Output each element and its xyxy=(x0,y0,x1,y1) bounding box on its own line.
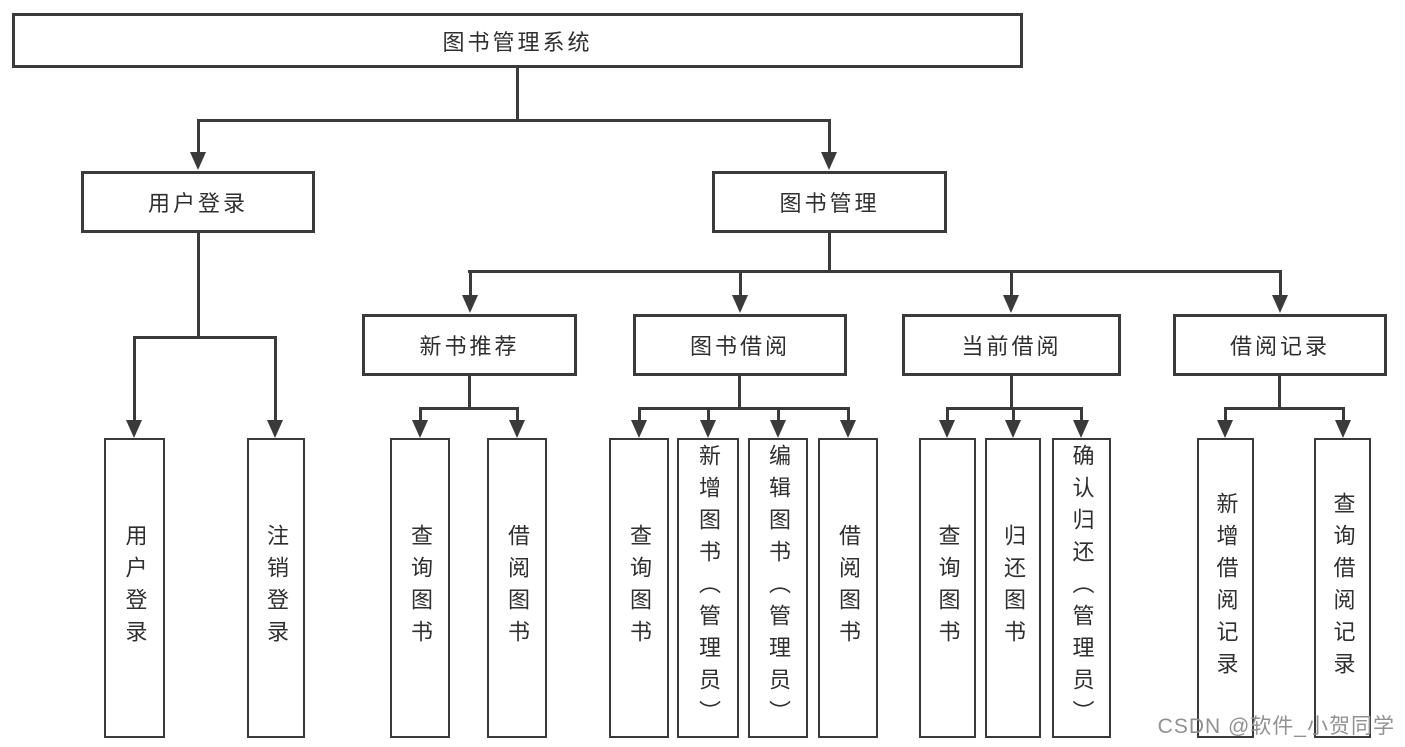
node-book-borrow: 图书借阅 xyxy=(633,314,847,376)
node-label: 查询图书 xyxy=(408,524,433,652)
arrowhead-down xyxy=(840,420,856,438)
leaf-edit-book-admin: 编辑图书（管理员） xyxy=(748,438,808,738)
node-label: 用户登录 xyxy=(122,524,148,652)
node-current-borrow: 当前借阅 xyxy=(902,314,1121,376)
connector-line xyxy=(197,119,200,156)
connector-line xyxy=(133,336,136,423)
connector-line xyxy=(1224,407,1227,422)
connector-line xyxy=(1278,376,1281,409)
node-label: 借阅记录 xyxy=(1229,334,1330,359)
connector-line xyxy=(274,336,277,423)
leaf-add-book-admin: 新增图书（管理员） xyxy=(677,438,739,738)
node-label: 查询图书 xyxy=(935,524,961,652)
arrowhead-down xyxy=(1005,420,1021,438)
connector-line xyxy=(468,376,471,409)
connector-line xyxy=(738,376,741,409)
connector-line xyxy=(1342,407,1345,422)
arrowhead-down xyxy=(939,420,955,438)
connector-line xyxy=(847,407,850,422)
node-label: 当前借阅 xyxy=(961,334,1062,359)
connector-line xyxy=(133,336,277,339)
connector-line xyxy=(1279,270,1282,298)
connector-line xyxy=(468,270,1282,273)
node-label: 注销登录 xyxy=(264,524,289,652)
node-label: 借阅图书 xyxy=(836,524,861,652)
arrowhead-down xyxy=(821,152,837,170)
node-label: 用户登录 xyxy=(147,191,248,216)
arrowhead-down xyxy=(770,420,786,438)
leaf-confirm-return-admin: 确认归还（管理员） xyxy=(1052,438,1111,738)
connector-line xyxy=(516,68,519,122)
arrowhead-down xyxy=(700,420,716,438)
arrowhead-down xyxy=(1003,295,1019,313)
leaf-logout-login: 注销登录 xyxy=(247,438,305,738)
node-label: 新增图书（管理员） xyxy=(696,444,721,732)
node-user-login: 用户登录 xyxy=(81,171,315,233)
leaf-borrow-books-borrow: 借阅图书 xyxy=(818,438,878,738)
node-label: 新书推荐 xyxy=(419,334,520,359)
connector-line xyxy=(638,407,641,422)
connector-line xyxy=(419,407,518,410)
connector-line xyxy=(197,119,831,122)
arrowhead-down xyxy=(1335,420,1351,438)
connector-line xyxy=(946,407,949,422)
connector-line xyxy=(1010,376,1013,409)
leaf-query-borrow-record: 查询借阅记录 xyxy=(1314,438,1371,738)
node-label: 新增借阅记录 xyxy=(1213,492,1239,684)
node-borrow-record: 借阅记录 xyxy=(1173,314,1387,376)
arrowhead-down xyxy=(732,295,748,313)
arrowhead-down xyxy=(631,420,647,438)
connector-line xyxy=(1080,407,1083,422)
connector-line xyxy=(1010,270,1013,298)
arrowhead-down xyxy=(190,152,206,170)
leaf-borrow-books-recommend: 借阅图书 xyxy=(487,438,547,738)
node-label: 归还图书 xyxy=(1001,524,1026,652)
connector-line xyxy=(638,407,849,410)
connector-line xyxy=(1224,407,1344,410)
node-label: 图书管理 xyxy=(779,191,880,216)
arrowhead-down xyxy=(267,420,283,438)
connector-line xyxy=(419,407,422,422)
node-label: 查询图书 xyxy=(627,524,652,652)
node-label: 确认归还（管理员） xyxy=(1069,444,1095,732)
connector-line xyxy=(197,233,200,339)
node-new-book-recommend: 新书推荐 xyxy=(362,314,577,376)
node-label: 查询借阅记录 xyxy=(1330,492,1356,684)
connector-line xyxy=(828,119,831,156)
leaf-query-books-current: 查询图书 xyxy=(919,438,976,738)
connector-line xyxy=(1012,407,1015,422)
leaf-query-books-recommend: 查询图书 xyxy=(390,438,450,738)
leaf-return-books: 归还图书 xyxy=(985,438,1041,738)
node-book-management: 图书管理 xyxy=(712,171,947,233)
connector-line xyxy=(777,407,780,422)
arrowhead-down xyxy=(509,420,525,438)
arrowhead-down xyxy=(1073,420,1089,438)
node-library-system: 图书管理系统 xyxy=(12,13,1023,68)
arrowhead-down xyxy=(126,420,142,438)
connector-line xyxy=(516,407,519,422)
arrowhead-down xyxy=(412,420,428,438)
node-label: 图书管理系统 xyxy=(442,29,593,55)
connector-line xyxy=(469,270,472,298)
arrowhead-down xyxy=(1272,295,1288,313)
node-label: 编辑图书（管理员） xyxy=(766,444,791,732)
connector-line xyxy=(828,233,831,273)
leaf-query-books-borrow: 查询图书 xyxy=(609,438,669,738)
leaf-add-borrow-record: 新增借阅记录 xyxy=(1197,438,1254,738)
connector-line xyxy=(707,407,710,422)
arrowhead-down xyxy=(462,295,478,313)
node-label: 借阅图书 xyxy=(505,524,530,652)
connector-line xyxy=(739,270,742,298)
watermark: CSDN @软件_小贺同学 xyxy=(1157,715,1395,738)
arrowhead-down xyxy=(1217,420,1233,438)
leaf-user-login: 用户登录 xyxy=(104,438,165,738)
node-label: 图书借阅 xyxy=(689,334,790,359)
